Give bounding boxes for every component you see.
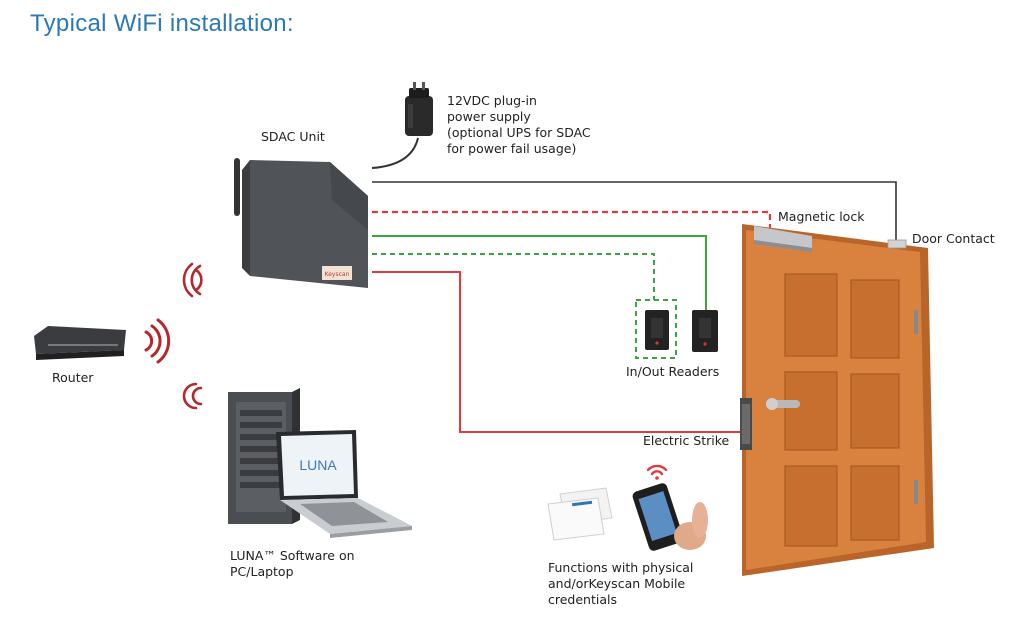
wifi-icon-router (144, 318, 171, 364)
power-supply-icon (405, 82, 433, 136)
sdac-badge-text: Keyscan (325, 271, 350, 278)
out-reader-icon (692, 310, 718, 352)
sdac-unit-icon: Keyscan (234, 158, 368, 288)
wifi-icon-pc (182, 382, 203, 410)
out-reader-wire (372, 235, 707, 312)
wires (371, 137, 897, 433)
readers-label: In/Out Readers (626, 364, 720, 379)
laptop-icon: LUNA (276, 430, 412, 538)
magnetic-lock-wire (372, 210, 772, 228)
door-contact-wire (372, 181, 897, 244)
magnetic-lock-icon (754, 226, 812, 252)
electric-strike-label: Electric Strike (643, 433, 730, 448)
credentials-label: Functions with physical and/orKeyscan Mo… (548, 560, 694, 607)
page-title: Typical WiFi installation: (30, 10, 294, 37)
electric-strike-wire (372, 271, 742, 433)
wifi-icon-phone (646, 464, 668, 480)
door-icon (742, 224, 934, 576)
power-cord (371, 137, 419, 169)
door-contact-label: Door Contact (912, 231, 995, 246)
magnetic-lock-label: Magnetic lock (778, 209, 865, 224)
power-supply-label: 12VDC plug-in power supply (optional UPS… (447, 93, 591, 156)
mobile-phone-icon (632, 483, 708, 551)
in-reader-icon (645, 310, 669, 350)
router-icon (34, 326, 126, 360)
in-reader-highlight (635, 299, 677, 359)
door-contact-icon (887, 239, 907, 249)
router-label: Router (52, 370, 94, 385)
access-card-icon (547, 487, 613, 541)
laptop-screen-text: LUNA (299, 457, 337, 473)
luna-software-label: LUNA™ Software on PC/Laptop (230, 548, 355, 579)
sdac-unit-label: SDAC Unit (261, 129, 325, 144)
electric-strike-icon (740, 398, 752, 450)
in-reader-wire (372, 253, 655, 300)
wifi-icon-sdac (182, 262, 203, 298)
